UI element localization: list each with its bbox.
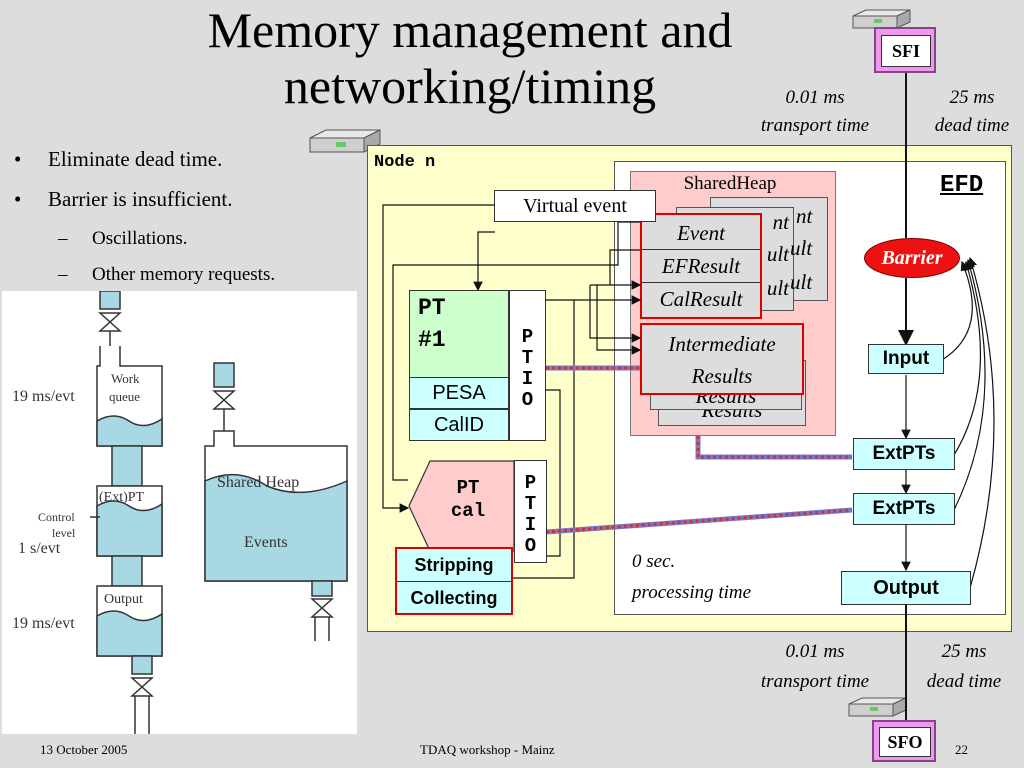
sub-bullet-item: –Oscillations. [58,228,188,249]
dead-value: 25 ms [949,87,995,108]
output-tank-label: Output [104,592,143,607]
shared-heap-tank-label: Shared Heap [217,474,299,491]
efresult-item: EFResult [642,250,760,283]
ptcal-label: PT cal [450,477,486,522]
calresult-item: CalResult [659,287,743,311]
rate-bottom-label: 19 ms/evt [12,615,75,632]
dead-label: dead time [926,671,1002,692]
event-back-text: ult [766,276,789,300]
event-back-text: ult [790,270,813,294]
calid-box: CalID [409,409,509,441]
event-box-front: Event EFResult CalResult [640,213,762,319]
sub-bullet-item: –Other memory requests. [58,264,276,285]
processing-label: processing time [632,582,752,603]
pt1-name-1: PT [418,295,446,321]
processing-value: 0 sec. [632,551,676,572]
footer-center: TDAQ workshop - Mainz [420,742,555,757]
pt1-box: PT #1 [409,290,509,378]
event-back-text: ult [766,242,789,266]
collecting-label: Collecting [410,588,498,608]
tank-diagram-graphic: 19 ms/evt Work queue (Ext)PT Control lev… [12,290,348,734]
title-line-1: Memory management and [207,2,733,58]
control-label-1: Control [38,510,75,524]
intermediate-label-2: Results [691,364,753,388]
transport-time-top: 0.01 ms transport time [740,84,890,140]
server-icon [848,697,907,717]
sfi-label: SFI [881,35,931,67]
output-box: Output [841,571,971,605]
transport-value: 0.01 ms [785,87,845,108]
virtual-event-box: Virtual event [494,190,656,222]
footer-page-number: 22 [955,742,968,757]
efd-label: EFD [940,172,984,199]
pesa-box: PESA [409,377,509,409]
pt1-name-2: #1 [418,327,446,353]
event-back-text: nt [772,210,789,234]
slide-title: Memory management and networking/timing [120,2,820,114]
events-tank-label: Events [244,534,288,551]
dead-value: 25 ms [941,641,987,662]
sfo-box: SFO [872,720,936,762]
event-item: Event [642,217,760,250]
processing-time: 0 sec. processing time [632,546,751,608]
pt1-ptio-box: P T I O [509,290,546,441]
dead-label: dead time [934,115,1010,136]
barrier-ellipse: Barrier [864,238,960,278]
event-back-text: nt [796,204,813,228]
transport-label: transport time [760,671,870,692]
extpts-box-1: ExtPTs [853,438,955,470]
control-label-2: level [52,526,76,540]
footer-date: 13 October 2005 [40,742,128,757]
extpts-box-2: ExtPTs [853,493,955,525]
ptcal-ptio-box: P T I O [514,460,547,563]
work-queue-label-2: queue [109,389,140,404]
dead-time-top: 25 ms dead time [912,84,1024,140]
server-icon [309,129,381,153]
event-back-text: ult [790,236,813,260]
transport-value: 0.01 ms [785,641,845,662]
work-queue-label-1: Work [111,371,140,386]
tank-diagram: 19 ms/evt Work queue (Ext)PT Control lev… [2,290,357,734]
sfi-box: SFI [874,27,936,73]
dead-time-bottom: 25 ms dead time [904,637,1024,697]
sfo-label: SFO [879,727,931,757]
intermediate-results-box: Intermediate Results [640,323,804,395]
rate-top-label: 19 ms/evt [12,388,75,405]
bullet-item: •Barrier is insufficient. [14,187,233,211]
title-line-2: networking/timing [283,58,657,114]
input-box: Input [868,344,944,374]
server-icon [852,9,911,29]
intermediate-label-1: Intermediate [668,332,776,356]
rate-mid-label: 1 s/evt [18,540,61,557]
ext-pt-label: (Ext)PT [99,490,145,505]
shared-heap-label: SharedHeap [683,173,777,194]
transport-time-bottom: 0.01 ms transport time [740,637,890,697]
stripping-label: Stripping [397,549,511,582]
bullet-item: •Eliminate dead time. [14,147,223,171]
node-label: Node n [374,153,436,172]
transport-label: transport time [760,115,870,136]
strip-collect-box: Stripping Collecting [395,547,513,615]
